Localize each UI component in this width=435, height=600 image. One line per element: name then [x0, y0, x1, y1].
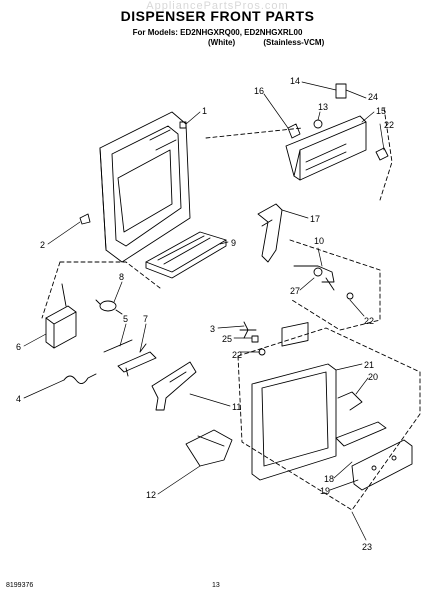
callout-12: 12 — [146, 490, 156, 500]
callout-9: 9 — [231, 238, 236, 248]
callout-24: 24 — [368, 92, 378, 102]
callout-14: 14 — [290, 76, 300, 86]
callout-22-center: 22 — [232, 350, 242, 360]
callout-22-right: 22 — [364, 316, 374, 326]
part-11-lever — [151, 361, 197, 411]
callout-3: 3 — [210, 324, 215, 334]
callout-21: 21 — [364, 360, 374, 370]
callout-17: 17 — [310, 214, 320, 224]
callout-4: 4 — [16, 394, 21, 404]
callout-23: 23 — [362, 542, 372, 552]
page-number: 13 — [212, 582, 220, 589]
callout-5: 5 — [123, 314, 128, 324]
callout-7: 7 — [143, 314, 148, 324]
watermark: AppliancePartsPros.com — [146, 0, 289, 12]
part-10-27-lever — [293, 265, 335, 291]
part-4-spring — [63, 373, 97, 384]
page-title: DISPENSER FRONT PARTS — [120, 8, 315, 24]
part-13-16-24-upper — [285, 83, 389, 181]
callout-11: 11 — [232, 402, 241, 412]
callout-2: 2 — [40, 240, 45, 250]
leader-lines — [23, 81, 385, 541]
part-6-module — [45, 283, 77, 349]
part-12-funnel — [185, 429, 233, 467]
callout-19: 19 — [320, 486, 330, 496]
variant-white: (White) — [208, 38, 236, 47]
part-2-screw — [79, 213, 91, 225]
models-line: For Models: ED2NHGXRQ00, ED2NHGXRL00 — [132, 28, 303, 37]
callout-1: 1 — [202, 106, 207, 116]
variant-stainless: (Stainless-VCM) — [263, 38, 325, 47]
part-17-bracket — [257, 203, 283, 263]
callout-10: 10 — [314, 236, 324, 246]
part-21-door-panel — [251, 322, 413, 491]
part-7-arm — [117, 343, 157, 377]
callout-27: 27 — [290, 286, 300, 296]
callout-13: 13 — [318, 102, 328, 112]
callout-8: 8 — [119, 272, 124, 282]
part-5-rod — [103, 339, 133, 353]
callout-6: 6 — [16, 342, 21, 352]
callout-18: 18 — [324, 474, 334, 484]
callout-25: 25 — [222, 334, 232, 344]
callout-16: 16 — [254, 86, 264, 96]
model-variants: (White) (Stainless-VCM) — [208, 38, 350, 47]
part-1-housing — [99, 111, 191, 263]
callout-15: 15 — [376, 106, 386, 116]
part-9-drip-tray — [145, 231, 227, 279]
assembly-outlines — [41, 107, 421, 511]
part-3-25-fasteners — [239, 292, 354, 356]
callout-22-upper: 22 — [384, 120, 394, 130]
document-number: 8199376 — [6, 582, 34, 589]
callout-20: 20 — [368, 372, 378, 382]
part-8-actuator — [95, 299, 123, 315]
